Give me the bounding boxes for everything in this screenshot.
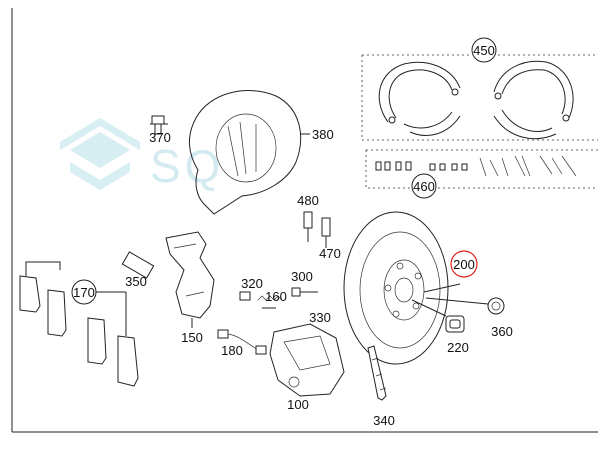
hardware-kit-parts bbox=[375, 155, 577, 177]
brake-shoe-left bbox=[378, 61, 461, 136]
part-number-150: 150 bbox=[181, 330, 203, 345]
part-callout-460 bbox=[411, 173, 437, 199]
part-number-450: 450 bbox=[473, 43, 495, 58]
parking-brake-shoes-group: 450 bbox=[361, 37, 598, 141]
watermark-text: SQ bbox=[150, 140, 224, 192]
watermark-logo: SQ bbox=[60, 118, 224, 192]
part-number-220: 220 bbox=[447, 340, 469, 355]
part-number-340: 340 bbox=[373, 413, 395, 428]
bolt-370: 370 bbox=[149, 115, 171, 145]
part-number-320: 320 bbox=[241, 276, 263, 291]
clip-340: 340 bbox=[367, 345, 395, 428]
brake-pads-170: 170 bbox=[19, 261, 139, 387]
part-number-380: 380 bbox=[312, 127, 334, 142]
spring-160: 160 bbox=[257, 289, 287, 309]
part-number-330: 330 bbox=[309, 310, 331, 325]
wear-sensor-180: 180 bbox=[217, 329, 267, 358]
caliper-100: 100 bbox=[269, 323, 345, 412]
part-number-350: 350 bbox=[125, 274, 147, 289]
watermark-symbol bbox=[60, 118, 140, 190]
caliper-bracket-150: 150 bbox=[165, 231, 215, 345]
diagram-frame bbox=[11, 8, 598, 433]
guide-pin-350: 350 bbox=[121, 251, 155, 289]
bolt-360: 360 bbox=[425, 297, 513, 339]
part-number-200: 200 bbox=[453, 257, 475, 272]
part-number-370: 370 bbox=[149, 130, 171, 145]
part-callout-170 bbox=[71, 279, 97, 305]
part-callout-450 bbox=[471, 37, 497, 63]
part-number-300: 300 bbox=[291, 269, 313, 284]
sensor-parts-480-470: 480 470 bbox=[297, 193, 341, 261]
dust-shield-380: 380 bbox=[189, 90, 334, 215]
part-number-180: 180 bbox=[221, 343, 243, 358]
part-number-470: 470 bbox=[319, 246, 341, 261]
highlight-circle-200 bbox=[450, 250, 478, 278]
part-number-170: 170 bbox=[73, 285, 95, 300]
bolt-220: 220 bbox=[411, 299, 469, 355]
brake-disc-200: 200 bbox=[343, 211, 478, 365]
part-number-460: 460 bbox=[413, 179, 435, 194]
brake-shoe-right bbox=[493, 60, 574, 140]
part-number-100: 100 bbox=[287, 397, 309, 412]
bleeder-320: 320 bbox=[239, 276, 263, 301]
part-number-480: 480 bbox=[297, 193, 319, 208]
bolt-300: 300 bbox=[291, 269, 318, 297]
part-number-160: 160 bbox=[265, 289, 287, 304]
part-number-360: 360 bbox=[491, 324, 513, 339]
hardware-kit-group: 460 bbox=[365, 149, 598, 199]
